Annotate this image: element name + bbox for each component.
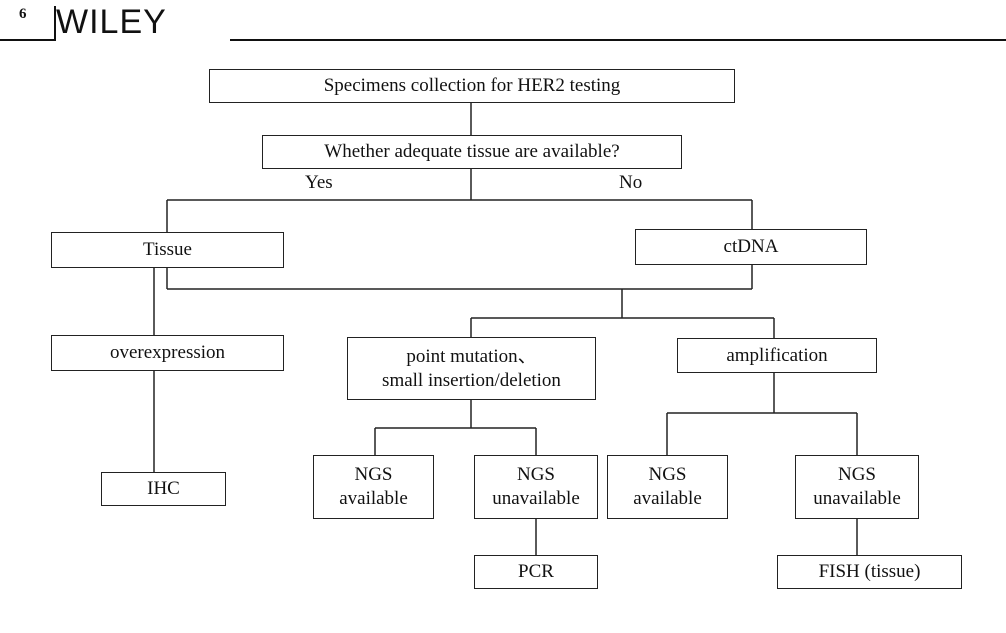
- page-number: 6: [19, 6, 27, 22]
- node-ngs-available-point-line2: available: [339, 488, 408, 509]
- header-rule: [230, 39, 1006, 41]
- node-ngs-unavailable-amp-line2: unavailable: [813, 488, 901, 509]
- node-ngs-unavailable-point-line1: NGS: [516, 464, 555, 485]
- node-ngs-available-point-line1: NGS: [354, 464, 393, 485]
- node-ihc: IHC: [101, 472, 226, 506]
- node-ngs-available-point: NGS available: [313, 455, 434, 519]
- node-specimens-collection: Specimens collection for HER2 testing: [209, 69, 735, 103]
- node-amplification: amplification: [677, 338, 877, 373]
- node-point-mutation-line1: point mutation、: [406, 345, 537, 367]
- node-tissue: Tissue: [51, 232, 284, 268]
- node-ctdna: ctDNA: [635, 229, 867, 265]
- node-point-mutation: point mutation、 small insertion/deletion: [347, 337, 596, 400]
- edge-label-yes: Yes: [305, 172, 333, 193]
- node-pcr: PCR: [474, 555, 598, 589]
- node-ngs-available-amp-line2: available: [633, 488, 702, 509]
- node-ngs-unavailable-point-line2: unavailable: [492, 488, 580, 509]
- publisher-logo: WILEY: [56, 3, 167, 41]
- node-ngs-available-amp-line1: NGS: [648, 464, 687, 485]
- node-tissue-question: Whether adequate tissue are available?: [262, 135, 682, 169]
- node-ngs-available-amp: NGS available: [607, 455, 728, 519]
- node-fish: FISH (tissue): [777, 555, 962, 589]
- node-ngs-unavailable-point: NGS unavailable: [474, 455, 598, 519]
- header-rule-left: [0, 39, 56, 41]
- edge-label-no: No: [619, 172, 643, 193]
- header-rule-vertical: [54, 6, 56, 41]
- node-overexpression: overexpression: [51, 335, 284, 371]
- node-point-mutation-line2: small insertion/deletion: [382, 369, 561, 391]
- node-ngs-unavailable-amp-line1: NGS: [837, 464, 876, 485]
- node-ngs-unavailable-amp: NGS unavailable: [795, 455, 919, 519]
